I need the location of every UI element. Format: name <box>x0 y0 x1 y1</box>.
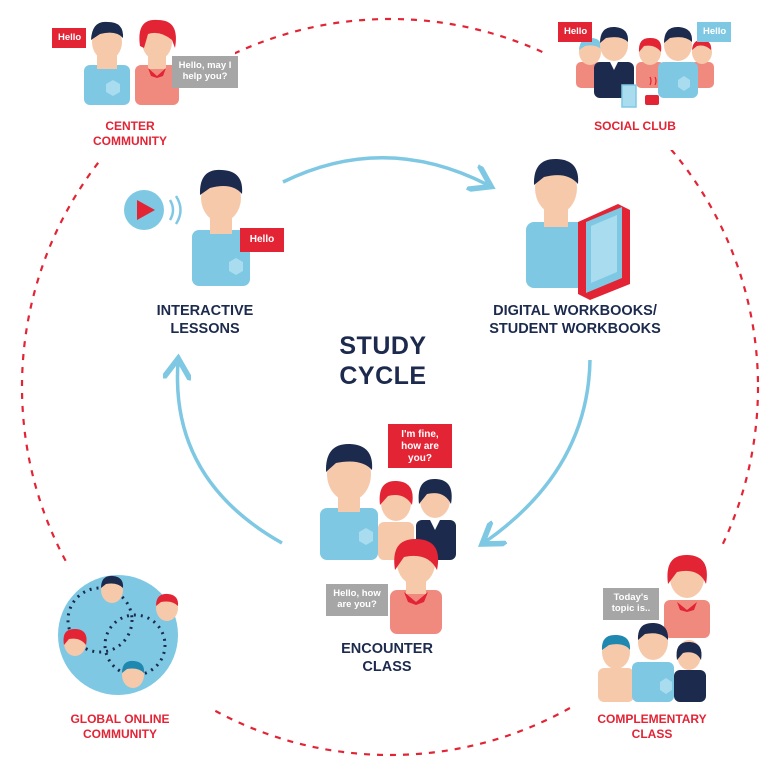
complementary-class-illustration <box>598 554 710 702</box>
encounter-hello-bubble: Hello, how are you? <box>326 584 388 616</box>
center-hello-bubble: Hello <box>52 28 86 48</box>
bubble-text: I'm fine, <box>401 429 439 440</box>
interactive-lessons-illustration <box>124 169 250 286</box>
study-cycle-title: STUDY CYCLE <box>318 332 448 391</box>
label-line: CLASS <box>631 727 673 741</box>
label-line: CLASS <box>362 659 412 676</box>
center-community-illustration <box>84 19 179 105</box>
complementary-class-label: COMPLEMENTARY CLASS <box>582 712 722 742</box>
bubble-text: Today's <box>613 592 649 603</box>
label-line: INTERACTIVE <box>156 303 254 319</box>
social-club-illustration <box>576 26 714 108</box>
complementary-topic-bubble: Today's topic is.. <box>603 588 659 620</box>
bubble-text: how are <box>401 441 439 452</box>
social-hello-red-bubble: Hello <box>558 22 592 42</box>
label-line: DIGITAL WORKBOOKS/ <box>493 303 657 319</box>
title-line: STUDY <box>339 332 427 360</box>
arrow-encounter-to-lessons <box>177 362 283 545</box>
bubble-text: you? <box>408 453 432 464</box>
digital-workbooks-label: DIGITAL WORKBOOKS/ STUDENT WORKBOOKS <box>475 302 675 338</box>
label-line: GLOBAL ONLINE <box>70 712 170 726</box>
digital-workbooks-illustration <box>526 158 630 300</box>
bubble-text: topic is.. <box>611 603 651 615</box>
bubble-text: Hello <box>58 32 82 43</box>
outer-dashed-circle <box>20 17 760 757</box>
bubble-text: help you? <box>182 71 228 83</box>
arrow-workbooks-to-encounter <box>485 359 592 542</box>
label-line: STUDENT WORKBOOKS <box>489 321 661 338</box>
center-community-label: CENTER COMMUNITY <box>70 119 190 149</box>
global-online-illustration <box>58 575 179 695</box>
bubble-text: Hello <box>249 234 275 245</box>
label-line: COMMUNITY <box>93 134 167 148</box>
arrow-lessons-to-workbooks <box>282 156 488 185</box>
center-help-bubble: Hello, may I help you? <box>172 56 238 88</box>
encounter-class-illustration <box>320 443 456 634</box>
social-club-label: SOCIAL CLUB <box>580 119 690 134</box>
encounter-fine-bubble: I'm fine, how are you? <box>388 424 452 468</box>
label-line: SOCIAL CLUB <box>594 119 676 133</box>
lesson-hello-bubble: Hello <box>240 228 284 252</box>
title-line: CYCLE <box>339 361 427 390</box>
global-online-community-label: GLOBAL ONLINE COMMUNITY <box>50 712 190 742</box>
label-line: ENCOUNTER <box>341 641 433 657</box>
label-line: COMMUNITY <box>83 727 157 741</box>
encounter-class-label: ENCOUNTER CLASS <box>322 640 452 676</box>
bubble-text: Hello, may I <box>178 60 232 71</box>
label-line: CENTER <box>105 119 155 133</box>
bubble-text: Hello, how <box>333 588 381 599</box>
label-line: LESSONS <box>170 321 240 338</box>
bubble-text: are you? <box>337 599 377 611</box>
label-line: COMPLEMENTARY <box>597 712 707 726</box>
social-hello-blue-bubble: Hello <box>697 22 731 42</box>
interactive-lessons-label: INTERACTIVE LESSONS <box>140 302 270 338</box>
bubble-text: Hello <box>703 26 727 37</box>
bubble-text: Hello <box>564 26 588 37</box>
